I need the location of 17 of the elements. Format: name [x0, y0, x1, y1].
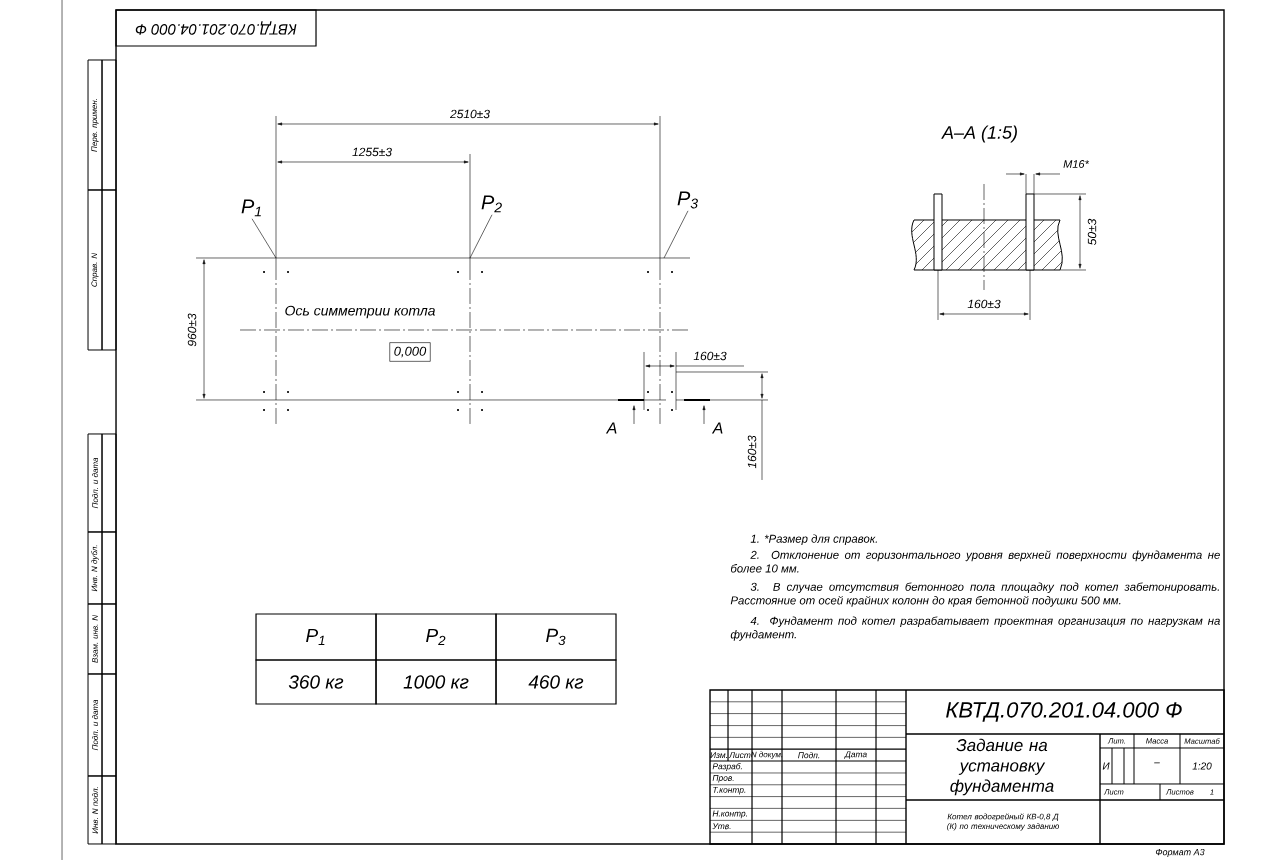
section-letter: A [711, 422, 723, 434]
table-cell: P$_{2}$ [375, 613, 497, 661]
table-cell: P$_{3}$ [495, 613, 617, 661]
table-cell: 460 кг [495, 659, 617, 705]
section-letter: A [605, 422, 617, 434]
point-label: P$_{2}$ [481, 195, 502, 213]
leader-line [663, 210, 689, 259]
leader-line [469, 214, 493, 259]
document-number: КВТД.070.201.04.000 Ф [946, 702, 1182, 722]
point-label: P$_{3}$ [677, 191, 698, 209]
table-cell: P$_{1}$ [255, 613, 377, 661]
point-label: P$_{1}$ [241, 199, 261, 217]
leader-line [251, 218, 277, 259]
table-cell: 360 кг [255, 659, 377, 705]
table-cell: 1000 кг [375, 659, 497, 705]
drawing-title: Задание на установку фундамента [950, 738, 1054, 796]
section-title: A–A (1:5) [941, 125, 1017, 143]
